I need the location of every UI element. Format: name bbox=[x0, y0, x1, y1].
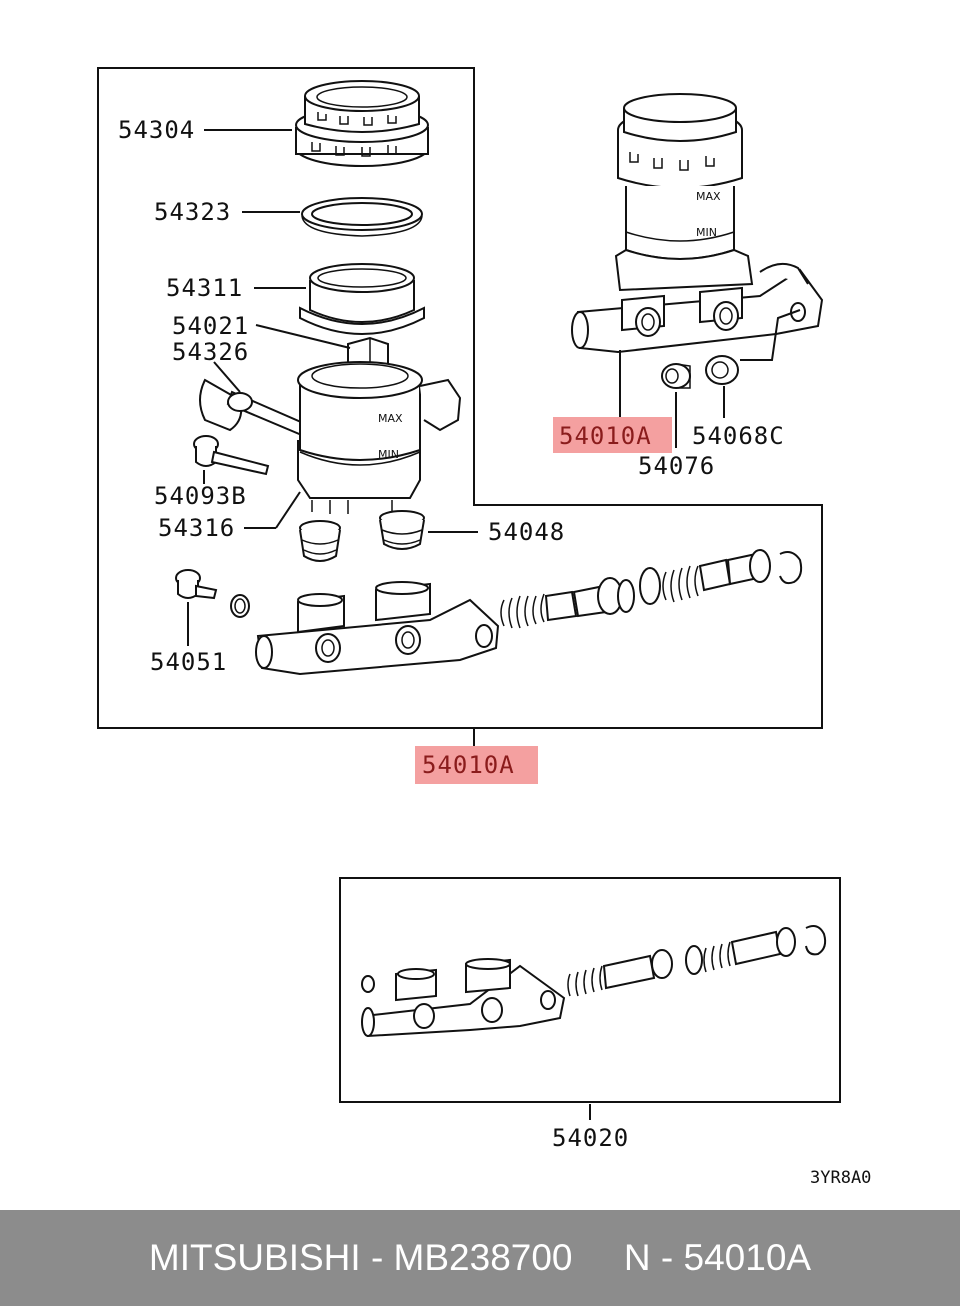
leader-54326 bbox=[213, 361, 241, 393]
label-54021: 54021 bbox=[172, 312, 249, 340]
assembled-master-cylinder-part: MAX MIN bbox=[571, 93, 824, 354]
label-54093B: 54093B bbox=[154, 482, 247, 510]
repair-kit-frame bbox=[339, 877, 841, 1103]
part-info-text: MITSUBISHI - MB238700 N - 54010A bbox=[148, 1237, 812, 1278]
highlight-main-box bbox=[415, 746, 538, 784]
parts-diagram: 54304 54323 54311 54021 54326 MAX bbox=[97, 67, 871, 1188]
bolt-54051-part bbox=[175, 569, 250, 618]
bolt-54093B-part bbox=[193, 435, 270, 476]
reservoir-tank-part: MAX MIN bbox=[297, 361, 462, 514]
leader-54068C-bracket bbox=[740, 309, 801, 361]
highlight-top-box bbox=[553, 417, 672, 453]
label-54048: 54048 bbox=[488, 518, 565, 546]
primary-piston-part bbox=[572, 577, 635, 618]
label-54020: 54020 bbox=[552, 1124, 629, 1152]
secondary-spring-part bbox=[639, 558, 732, 605]
bushing-54076-part bbox=[661, 363, 691, 389]
strainer-part bbox=[299, 263, 425, 335]
label-54326: 54326 bbox=[172, 338, 249, 366]
secondary-piston-part bbox=[726, 549, 803, 586]
svg-text:MIN: MIN bbox=[696, 226, 717, 239]
leader-54316-b bbox=[275, 491, 301, 529]
grommet-left-part bbox=[299, 520, 341, 562]
repair-kit-part bbox=[361, 925, 827, 1038]
grommet-right-part bbox=[379, 510, 425, 550]
reservoir-hose-part bbox=[199, 378, 312, 438]
label-54076: 54076 bbox=[638, 452, 715, 480]
highlight-top-label: 54010A bbox=[559, 422, 652, 450]
diagram-code: 3YR8A0 bbox=[810, 1168, 871, 1188]
label-54051: 54051 bbox=[150, 648, 227, 676]
main-assembly-frame bbox=[97, 67, 823, 729]
label-54316: 54316 bbox=[158, 514, 235, 542]
svg-text:MAX: MAX bbox=[696, 190, 721, 203]
label-54068C: 54068C bbox=[692, 422, 785, 450]
seal-54068C-part bbox=[705, 355, 739, 385]
label-54311: 54311 bbox=[166, 274, 243, 302]
reservoir-cap-part bbox=[295, 80, 429, 167]
primary-spring-part bbox=[500, 590, 578, 629]
leader-54021 bbox=[255, 324, 351, 349]
label-54304: 54304 bbox=[118, 116, 195, 144]
filter-ring-part bbox=[301, 197, 423, 237]
label-54323: 54323 bbox=[154, 198, 231, 226]
part-info-footer: MITSUBISHI - MB238700 N - 54010A bbox=[0, 1210, 960, 1306]
svg-text:MIN: MIN bbox=[378, 448, 399, 461]
highlight-main-label: 54010A bbox=[422, 751, 515, 779]
svg-text:MAX: MAX bbox=[378, 412, 403, 425]
master-cylinder-body-part bbox=[255, 581, 500, 676]
